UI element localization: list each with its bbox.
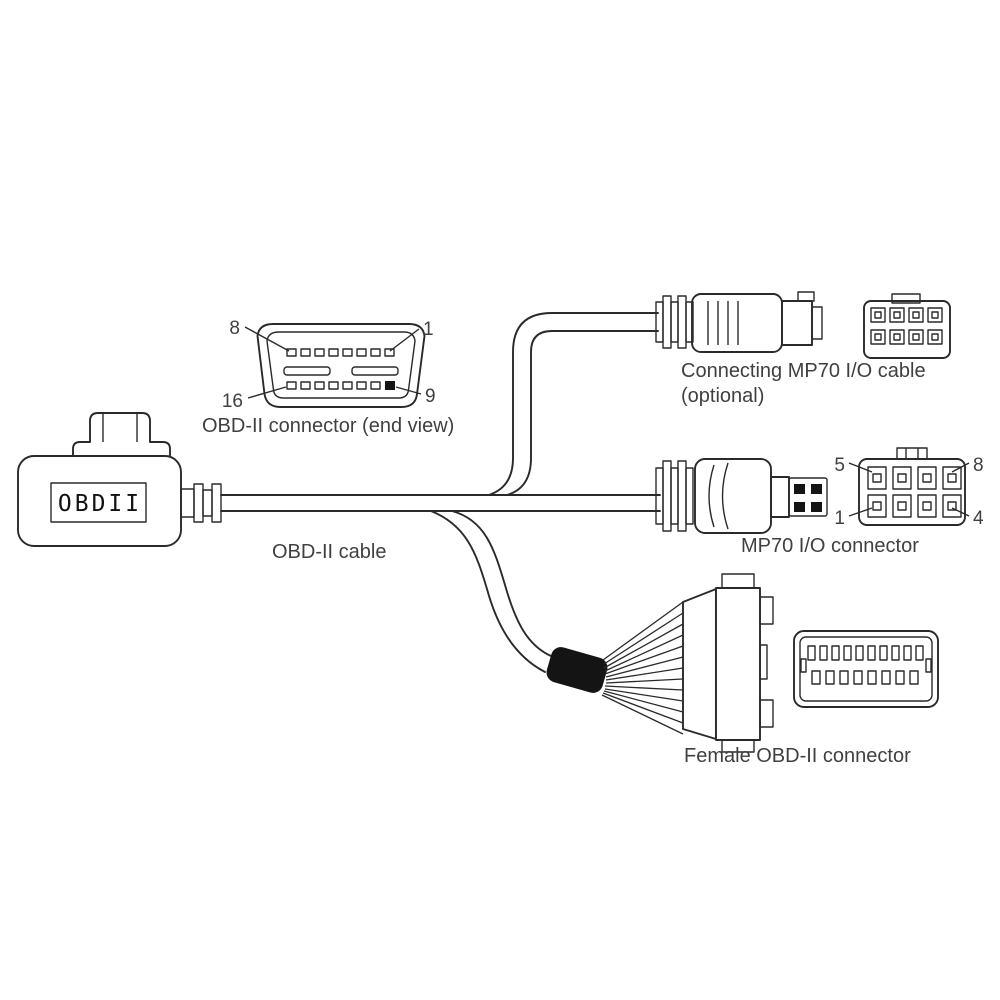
upper-branch-cable bbox=[488, 312, 659, 496]
cable-sleeve bbox=[546, 647, 608, 693]
mp70-pin-bottom-right: 4 bbox=[973, 508, 984, 529]
female-obd2-caption: Female OBD-II connector bbox=[684, 745, 911, 767]
mp70-pin-top-left: 5 bbox=[834, 455, 845, 476]
mp70-plug-drawing: MP70 I/O connector bbox=[655, 458, 919, 557]
pin9-marker bbox=[385, 381, 395, 390]
mp70-cable-caption-line1: Connecting MP70 I/O cable bbox=[681, 360, 926, 382]
mp70-optional-plug-drawing: Connecting MP70 I/O cable (optional) bbox=[655, 291, 926, 407]
obd2-cable-drawing: OBD-II cable bbox=[220, 494, 661, 563]
mp70-pin-top-right: 8 bbox=[973, 455, 984, 476]
endview-pin-bottom-right: 9 bbox=[425, 386, 436, 407]
end-view-caption: OBD-II connector (end view) bbox=[202, 415, 454, 437]
female-obd2-front-view-drawing bbox=[793, 630, 939, 708]
obd2-cable-caption: OBD-II cable bbox=[272, 541, 386, 563]
obd2-plug-drawing: OBDII bbox=[17, 412, 222, 547]
mp70-cable-caption-line2: (optional) bbox=[681, 385, 764, 407]
mp70-socket-view-drawing bbox=[863, 293, 951, 359]
mp70-front-view-drawing: 5 8 1 4 bbox=[834, 447, 984, 529]
obd2-plug-label-plate bbox=[50, 482, 147, 523]
obd2-plug-text: OBDII bbox=[58, 491, 142, 517]
mp70-pin-bottom-left: 1 bbox=[834, 508, 845, 529]
mp70-connector-caption: MP70 I/O connector bbox=[741, 535, 919, 557]
endview-pin-bottom-left: 16 bbox=[222, 391, 243, 412]
lower-branch-cable bbox=[430, 510, 684, 735]
obd2-end-view-drawing: 8 1 16 9 OBD-II connector (end view) bbox=[202, 318, 454, 437]
endview-pin-top-right: 1 bbox=[423, 319, 434, 340]
endview-pin-top-left: 8 bbox=[229, 318, 240, 339]
female-obd2-body-drawing: Female OBD-II connector bbox=[682, 573, 911, 767]
